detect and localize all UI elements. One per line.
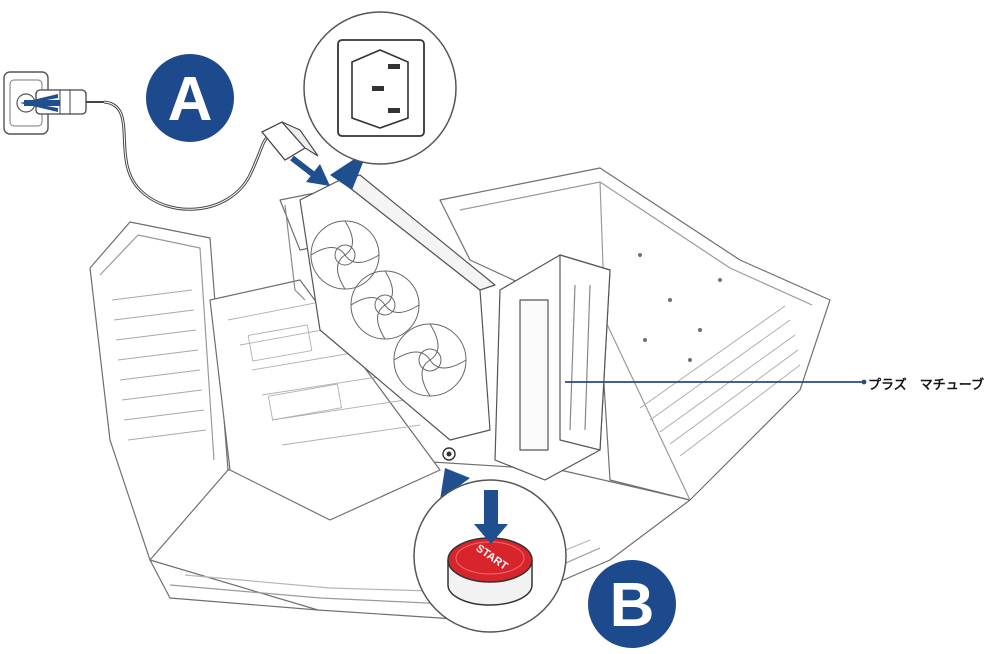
start-button-icon[interactable]: START [447, 537, 533, 606]
power-socket-zoom [303, 11, 457, 190]
chassis-right-vents [639, 305, 801, 457]
iec-power-socket-icon [337, 39, 425, 137]
step-a-badge: A [146, 54, 234, 142]
iec-connector [260, 121, 319, 161]
plasma-tube-label: プラズ マチューブ [868, 378, 984, 393]
connector-arrow [290, 155, 330, 186]
plug-in-arrow [20, 94, 58, 112]
step-b-badge: B [588, 560, 676, 648]
start-button-location [442, 447, 456, 461]
start-button-zoom: START [413, 479, 567, 633]
step-a-label: A [168, 65, 213, 134]
chassis-left-vents [111, 289, 207, 441]
plasma-tube [494, 254, 611, 481]
zoom-pointer [440, 468, 470, 500]
step-b-label: B [610, 571, 655, 640]
